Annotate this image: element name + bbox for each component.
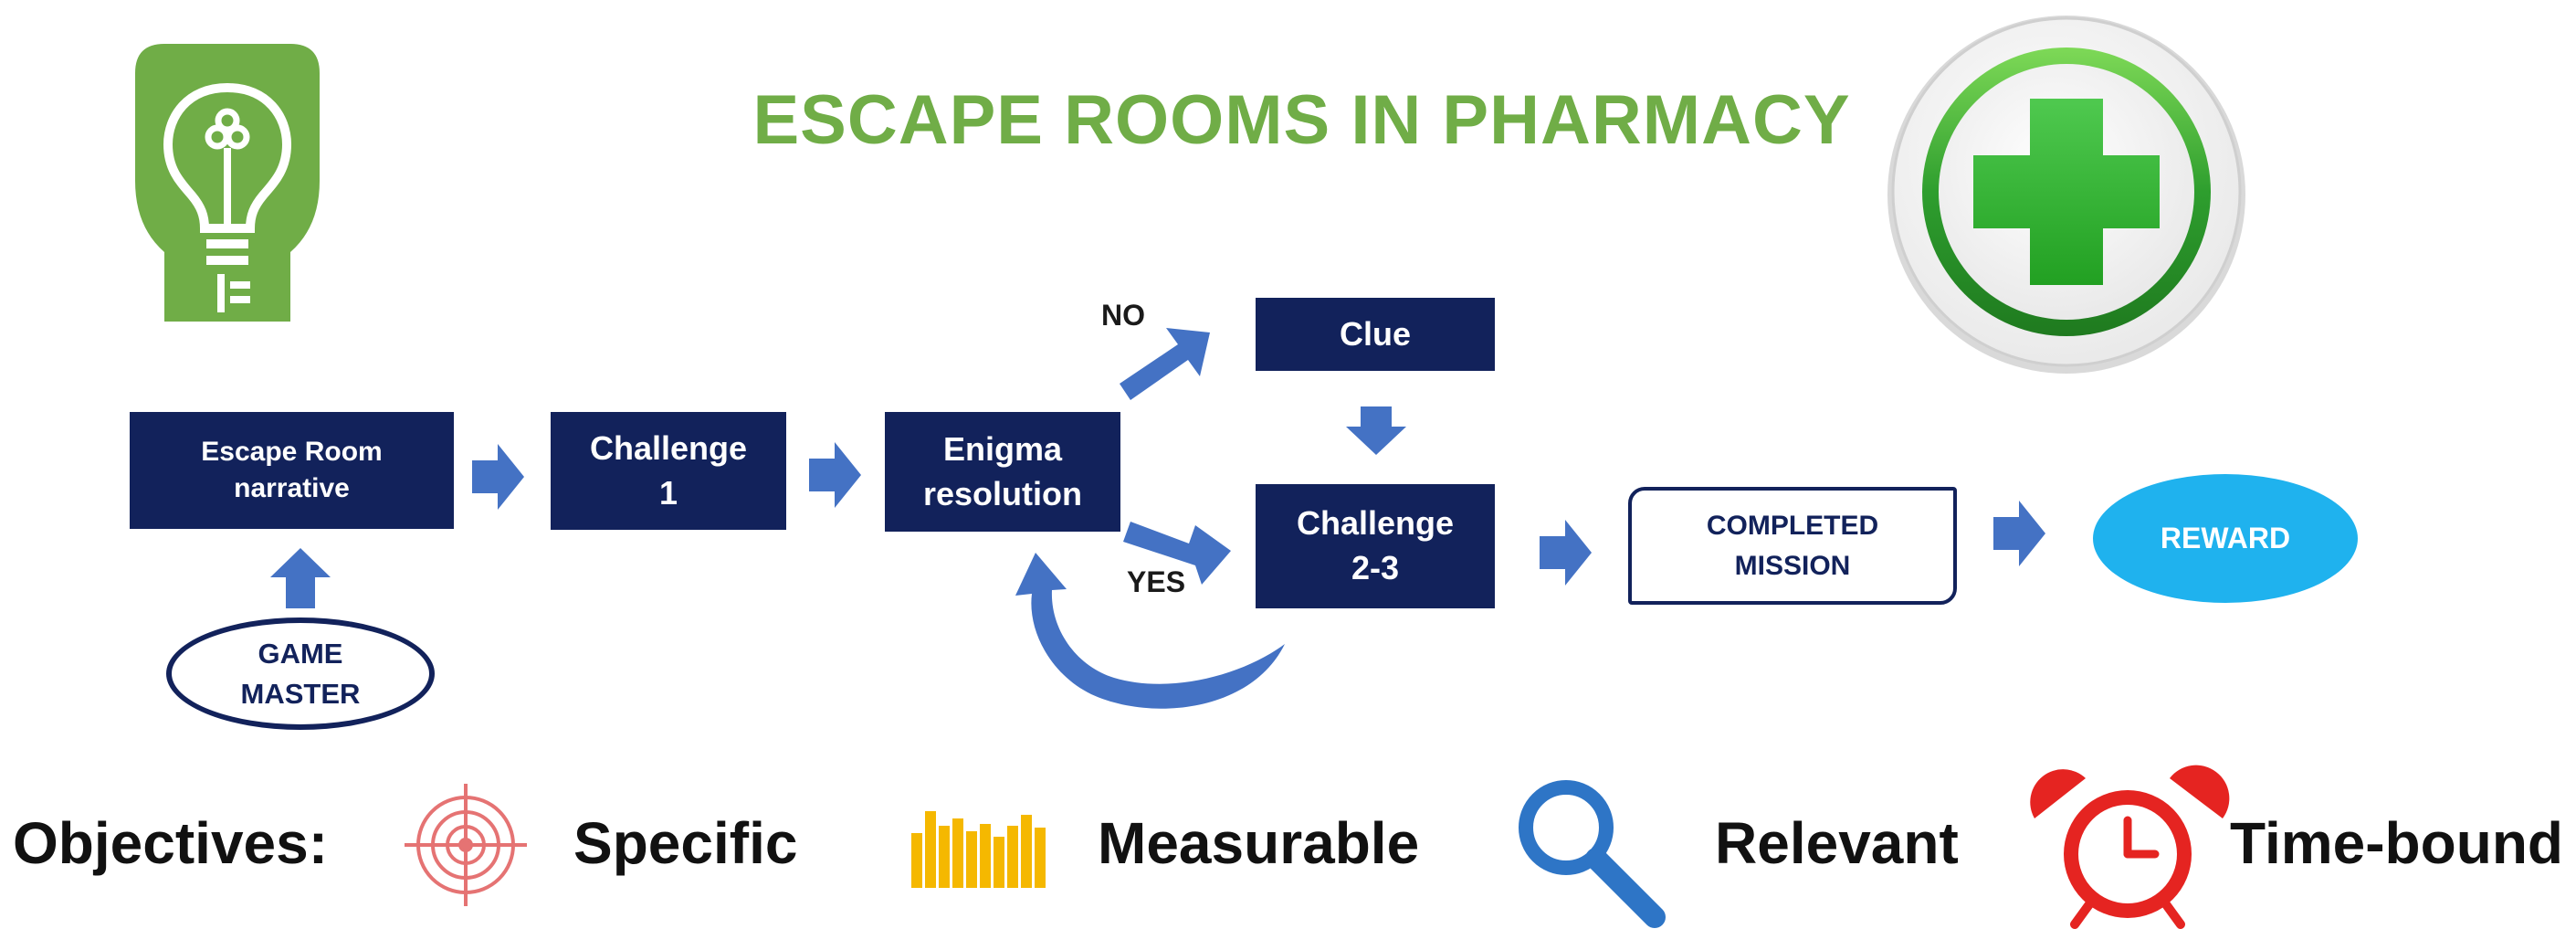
arrow-narrative-to-challenge1 (472, 444, 524, 510)
alarm-clock-icon (2030, 765, 2230, 929)
enigma-label: Enigma resolution (922, 429, 1082, 512)
arrow-gamemaster-to-narrative (270, 548, 331, 608)
page-title: ESCAPE ROOMS IN PHARMACY (752, 81, 1851, 159)
yes-label: YES (1127, 565, 1186, 598)
objective-specific: Specific (573, 810, 798, 876)
bar-chart-icon (911, 811, 1046, 888)
enigma-box: Enigma resolution (885, 412, 1120, 532)
completed-mission-box: COMPLETED MISSION (1628, 487, 1957, 605)
keyhole-lightbulb-icon (135, 44, 320, 322)
narrative-label: Escape Room narrative (201, 436, 383, 504)
reward-label: REWARD (2160, 522, 2291, 554)
arrow-completed-to-reward (1993, 501, 2045, 566)
arrow-enigma-to-clue (1120, 328, 1210, 400)
challenge23-label: Challenge 2-3 (1296, 504, 1455, 586)
arrow-challenge23-to-completed (1540, 520, 1592, 586)
arrow-challenge1-to-enigma (809, 442, 861, 508)
game-master-label: GAME MASTER (240, 638, 361, 710)
objectives-label: Objectives: (13, 810, 329, 876)
objective-time-bound: Time-bound (2230, 810, 2563, 876)
arrow-clue-to-challenge23 (1346, 406, 1406, 455)
flow-arrows (270, 328, 2045, 709)
challenge23-box: Challenge 2-3 (1256, 484, 1495, 608)
target-icon (405, 784, 527, 906)
reward-ellipse: REWARD (2093, 474, 2358, 603)
narrative-box: Escape Room narrative (130, 412, 454, 529)
magnifier-icon (1519, 780, 1666, 928)
clue-box: Clue (1256, 298, 1495, 371)
objective-relevant: Relevant (1715, 810, 1959, 876)
objective-measurable: Measurable (1098, 810, 1420, 876)
challenge1-box: Challenge 1 (551, 412, 786, 530)
challenge1-label: Challenge 1 (589, 428, 748, 512)
arrow-retry-loop (1015, 553, 1285, 709)
clue-label: Clue (1339, 314, 1411, 353)
completed-label: COMPLETED MISSION (1706, 511, 1879, 581)
arrow-enigma-to-challenge23 (1123, 522, 1231, 585)
no-label: NO (1101, 299, 1145, 332)
pharmacy-cross-icon (1887, 16, 2245, 374)
game-master-ellipse: GAME MASTER (166, 618, 435, 730)
